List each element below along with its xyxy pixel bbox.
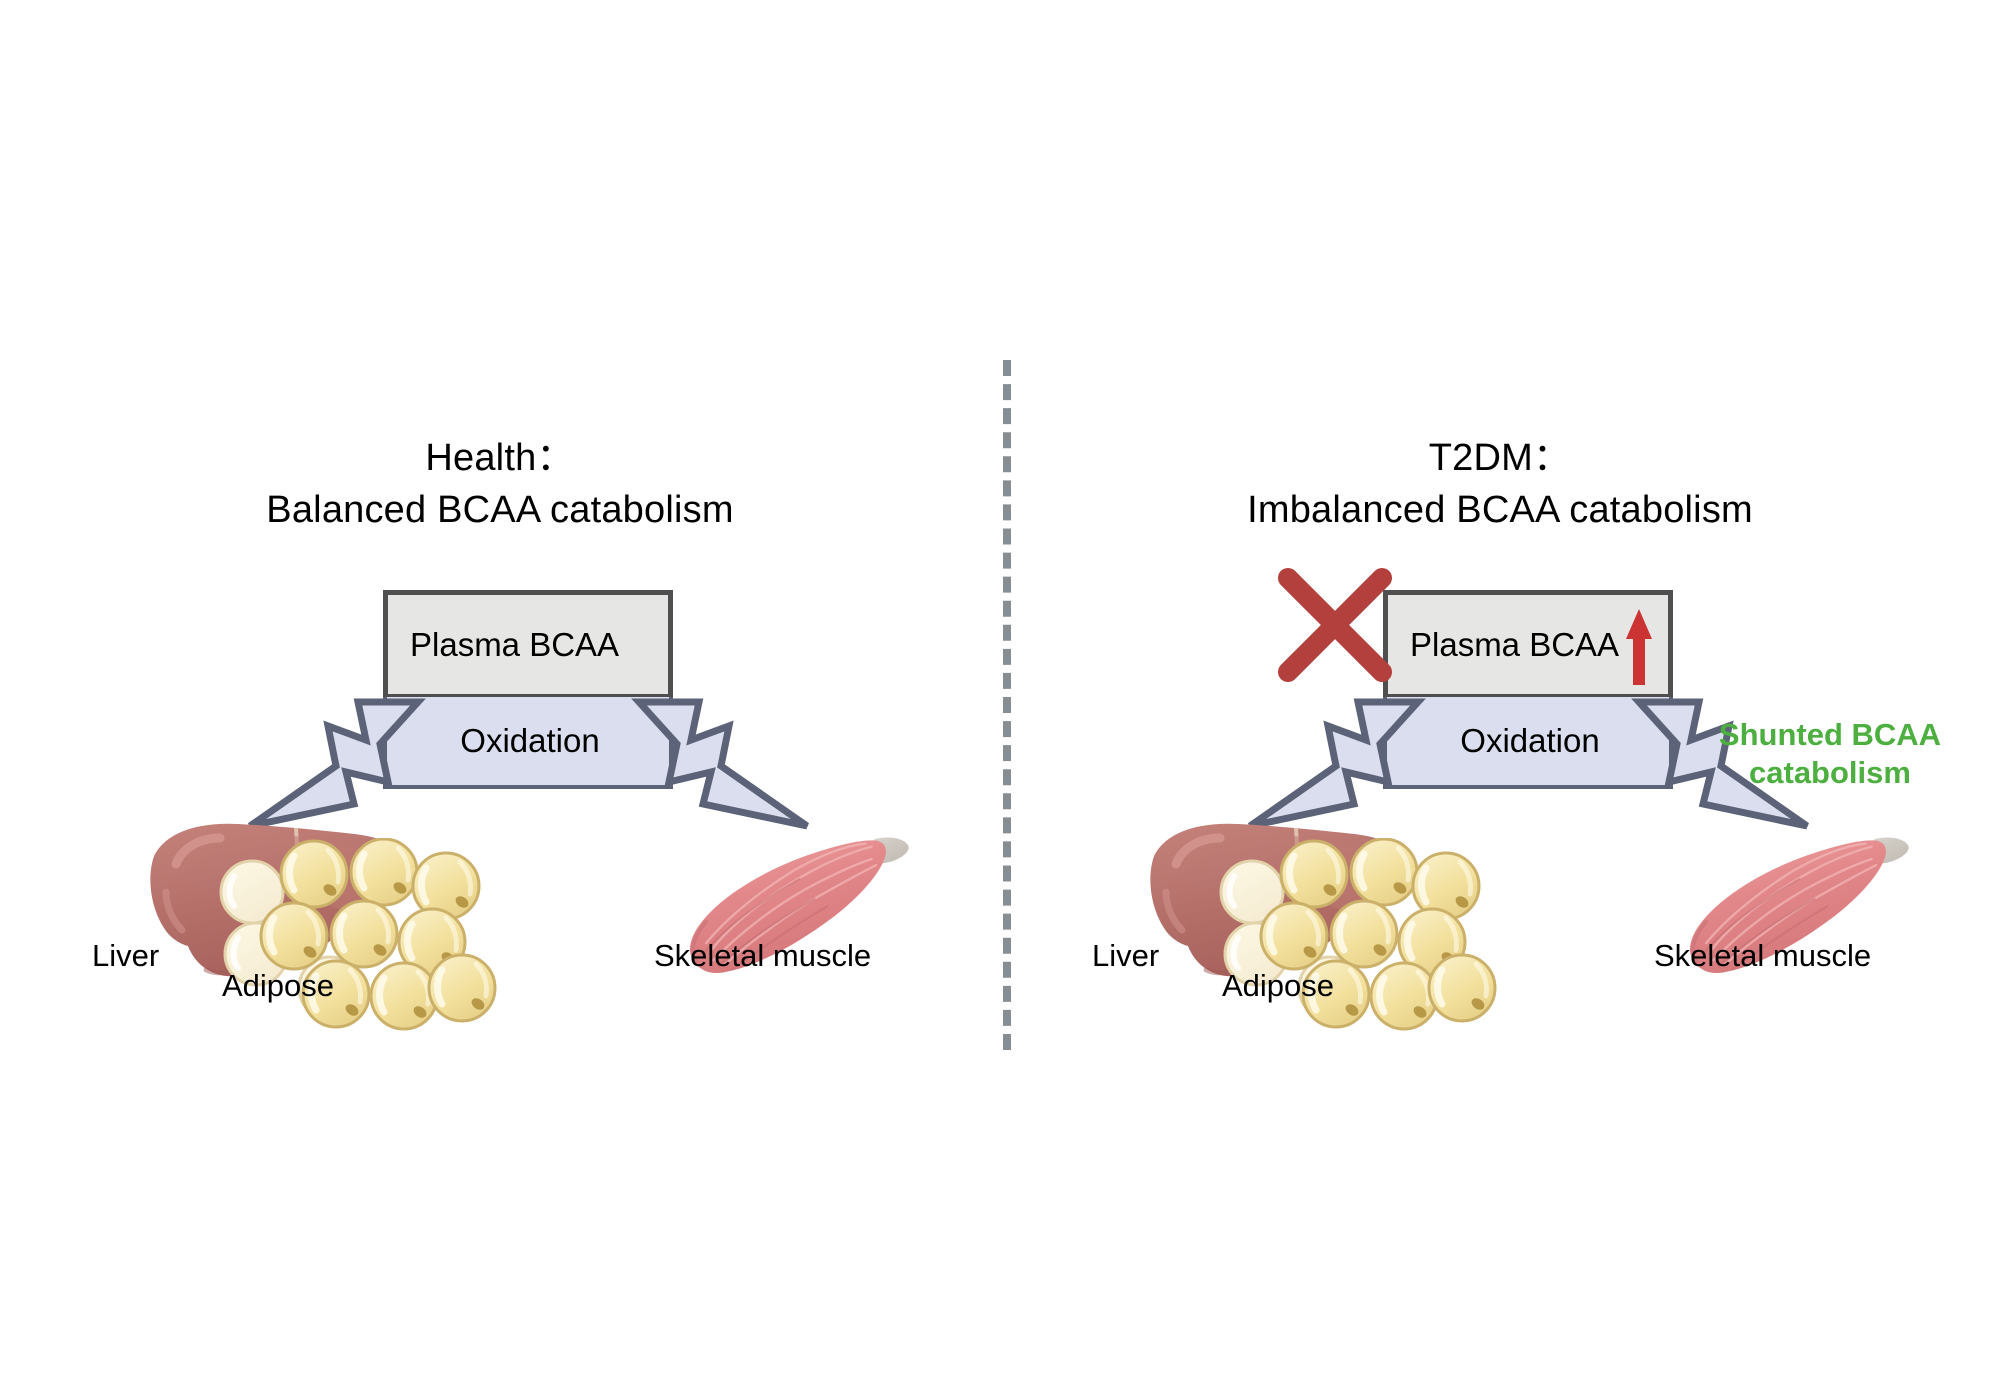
liver-label: Liver — [1092, 938, 1160, 973]
skeletal-muscle-illustration — [1688, 835, 1911, 975]
plasma-increase-arrow-icon — [1626, 609, 1652, 685]
bcaa-box-t2dm: Plasma BCAA Oxidation — [1383, 590, 1673, 789]
panel-title-health: Health： Balanced BCAA catabolism — [266, 437, 734, 531]
bcaa-box-health: Plasma BCAA Oxidation — [383, 590, 673, 789]
adipose-label: Adipose — [222, 968, 335, 1003]
adipose-label: Adipose — [1222, 968, 1335, 1003]
plasma-bcaa-box: Plasma BCAA — [1383, 590, 1673, 698]
oxidation-label: Oxidation — [1460, 722, 1600, 759]
panel-title-t2dm: T2DM： Imbalanced BCAA catabolism — [1247, 437, 1753, 531]
oxidation-label: Oxidation — [460, 722, 600, 759]
arrow-to-liver — [1240, 700, 1420, 840]
panel-t2dm: T2DM： Imbalanced BCAA catabolism Plasma … — [1000, 0, 2000, 1400]
arrow-to-liver — [240, 700, 420, 840]
skeletal-muscle-illustration — [688, 835, 911, 975]
plasma-bcaa-label: Plasma BCAA — [410, 625, 620, 663]
shunted-catabolism-annotation: Shunted BCAA catabolism — [1718, 717, 1942, 790]
oxidation-box: Oxidation — [1383, 697, 1673, 789]
adipose-illustration — [1218, 838, 1518, 1058]
skeletal-muscle-label: Skeletal muscle — [1654, 938, 1872, 973]
blocked-pathway-x-icon — [1278, 568, 1392, 682]
plasma-bcaa-label: Plasma BCAA — [1410, 625, 1620, 663]
panel-divider — [1003, 360, 1011, 1050]
plasma-bcaa-box: Plasma BCAA — [383, 590, 673, 698]
oxidation-box: Oxidation — [383, 697, 673, 789]
panel-health: Health： Balanced BCAA catabolism Plasma … — [92, 437, 911, 1400]
adipose-illustration — [218, 838, 518, 1058]
liver-label: Liver — [92, 938, 160, 973]
skeletal-muscle-label: Skeletal muscle — [654, 938, 872, 973]
